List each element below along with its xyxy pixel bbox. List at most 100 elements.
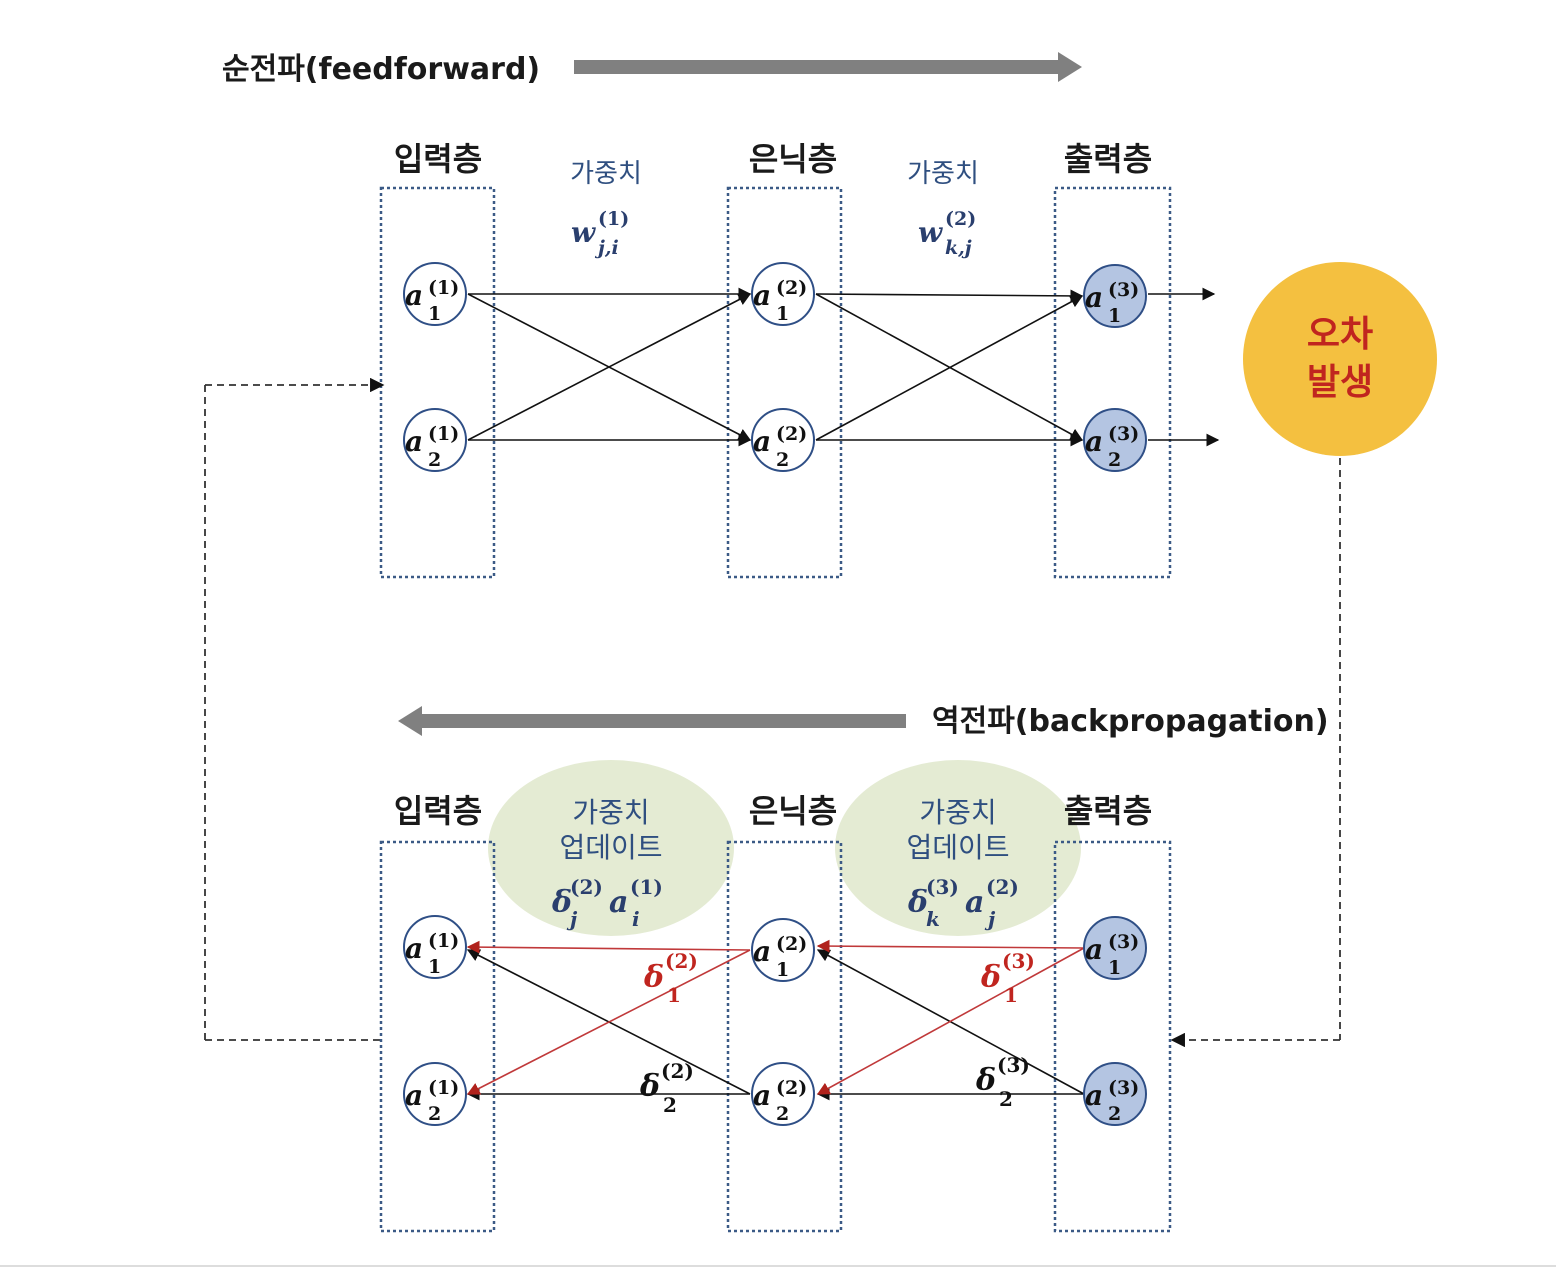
forward-title: 순전파(feedforward): [222, 52, 540, 87]
svg-text:a: a: [753, 279, 771, 312]
svg-text:δ: δ: [907, 885, 928, 920]
backward-node-a2-2: a (2) 2: [751, 1062, 815, 1126]
svg-text:a: a: [405, 1079, 423, 1112]
error-label-line2: 발생: [1307, 362, 1373, 403]
svg-text:(3): (3): [997, 1053, 1030, 1077]
svg-text:(2): (2): [776, 423, 807, 445]
forward-hidden-layer-box: [726, 186, 843, 579]
svg-text:a: a: [965, 885, 984, 920]
svg-text:(2): (2): [570, 875, 603, 899]
svg-text:(3): (3): [1108, 1077, 1139, 1099]
forward-node-a2-3: a (3) 2: [1083, 408, 1147, 472]
update-2-formula: δ (3) k a (2) j: [907, 875, 1019, 931]
forward-node-a1-3: a (3) 1: [1083, 264, 1147, 328]
svg-text:δ: δ: [980, 960, 1001, 995]
forward-input-layer-label: 입력층: [394, 140, 482, 178]
forward-node-a2-1: a (1) 2: [403, 408, 467, 472]
svg-text:2: 2: [663, 1093, 677, 1117]
weight-symbol-2: w (2) k,j: [918, 208, 976, 259]
svg-text:δ: δ: [975, 1063, 996, 1098]
svg-text:(3): (3): [1108, 931, 1139, 953]
backward-output-layer-label: 출력층: [1064, 792, 1152, 830]
forward-direction-arrow: [574, 52, 1082, 82]
svg-text:a: a: [609, 885, 628, 920]
svg-text:(2): (2): [776, 1077, 807, 1099]
svg-text:(1): (1): [428, 930, 459, 952]
svg-text:a: a: [405, 932, 423, 965]
backward-input-layer-box: [379, 840, 496, 1233]
forward-connections: [467, 287, 1220, 447]
svg-text:a: a: [1085, 933, 1103, 966]
delta-1-2-label: δ (2) 1: [643, 949, 698, 1007]
backward-node-a1-1: a (1) 1: [403, 915, 467, 979]
svg-text:(3): (3): [1002, 949, 1035, 973]
backward-title: 역전파(backpropagation): [932, 704, 1329, 739]
svg-text:(1): (1): [428, 423, 459, 445]
svg-text:2: 2: [776, 1103, 789, 1125]
svg-text:a: a: [1085, 425, 1103, 458]
feedback-loop-lines: [204, 377, 1341, 1048]
svg-text:2: 2: [1108, 1103, 1121, 1125]
backward-connections-red: [466, 939, 1085, 1095]
svg-text:1: 1: [1108, 305, 1121, 327]
svg-text:w: w: [571, 216, 596, 249]
update-1-line2: 업데이트: [559, 831, 662, 864]
backward-node-a2-1: a (1) 2: [403, 1062, 467, 1126]
svg-text:a: a: [753, 1079, 771, 1112]
backward-node-a2-3: a (3) 2: [1083, 1062, 1147, 1126]
svg-text:(2): (2): [945, 208, 976, 230]
svg-text:1: 1: [776, 303, 789, 325]
backward-node-a1-2: a (2) 1: [751, 918, 815, 982]
svg-text:w: w: [918, 216, 943, 249]
svg-text:2: 2: [428, 449, 441, 471]
svg-text:a: a: [405, 425, 423, 458]
error-label-line1: 오차: [1307, 314, 1373, 355]
forward-output-layer-label: 출력층: [1064, 140, 1152, 178]
svg-text:(2): (2): [661, 1059, 694, 1083]
svg-text:1: 1: [428, 303, 441, 325]
svg-text:1: 1: [1004, 983, 1018, 1007]
delta-2-3-label: δ (3) 2: [975, 1053, 1030, 1111]
update-2-line2: 업데이트: [906, 831, 1009, 864]
svg-text:a: a: [405, 279, 423, 312]
svg-text:2: 2: [1108, 449, 1121, 471]
svg-text:(2): (2): [776, 277, 807, 299]
svg-text:(3): (3): [926, 875, 959, 899]
forward-hidden-layer-label: 은닉층: [749, 140, 837, 178]
update-ellipse-2: [835, 760, 1081, 936]
svg-text:(1): (1): [630, 875, 663, 899]
svg-text:1: 1: [428, 956, 441, 978]
svg-text:j,i: j,i: [594, 237, 619, 259]
svg-text:(1): (1): [598, 208, 629, 230]
backward-direction-arrow: [398, 706, 906, 736]
backward-hidden-layer-box: [726, 840, 843, 1233]
svg-text:(2): (2): [776, 933, 807, 955]
error-circle: 오차 발생: [1243, 262, 1437, 456]
svg-text:a: a: [753, 935, 771, 968]
forward-node-a2-2: a (2) 2: [751, 408, 815, 472]
update-1-line1: 가중치: [572, 796, 649, 829]
weight-label-1: 가중치: [570, 159, 642, 189]
svg-text:(1): (1): [428, 277, 459, 299]
update-1-formula: δ (2) j a (1) i: [551, 875, 663, 931]
forward-node-a1-1: a (1) 1: [403, 262, 467, 326]
update-2-line1: 가중치: [919, 796, 996, 829]
svg-text:(2): (2): [665, 949, 698, 973]
svg-text:1: 1: [1108, 957, 1121, 979]
svg-text:k,j: k,j: [945, 237, 972, 259]
weight-label-2: 가중치: [907, 159, 979, 189]
forward-node-a1-2: a (2) 1: [751, 262, 815, 326]
backward-node-a1-3: a (3) 1: [1083, 916, 1147, 980]
svg-text:a: a: [1085, 281, 1103, 314]
backward-output-layer-box: [1053, 840, 1172, 1233]
svg-text:i: i: [632, 907, 640, 931]
svg-text:δ: δ: [643, 960, 664, 995]
update-ellipse-1: [488, 760, 734, 936]
svg-text:(1): (1): [428, 1077, 459, 1099]
svg-text:2: 2: [776, 449, 789, 471]
svg-text:(3): (3): [1108, 423, 1139, 445]
delta-1-3-label: δ (3) 1: [980, 949, 1035, 1007]
svg-text:a: a: [1085, 1079, 1103, 1112]
svg-text:(3): (3): [1108, 279, 1139, 301]
